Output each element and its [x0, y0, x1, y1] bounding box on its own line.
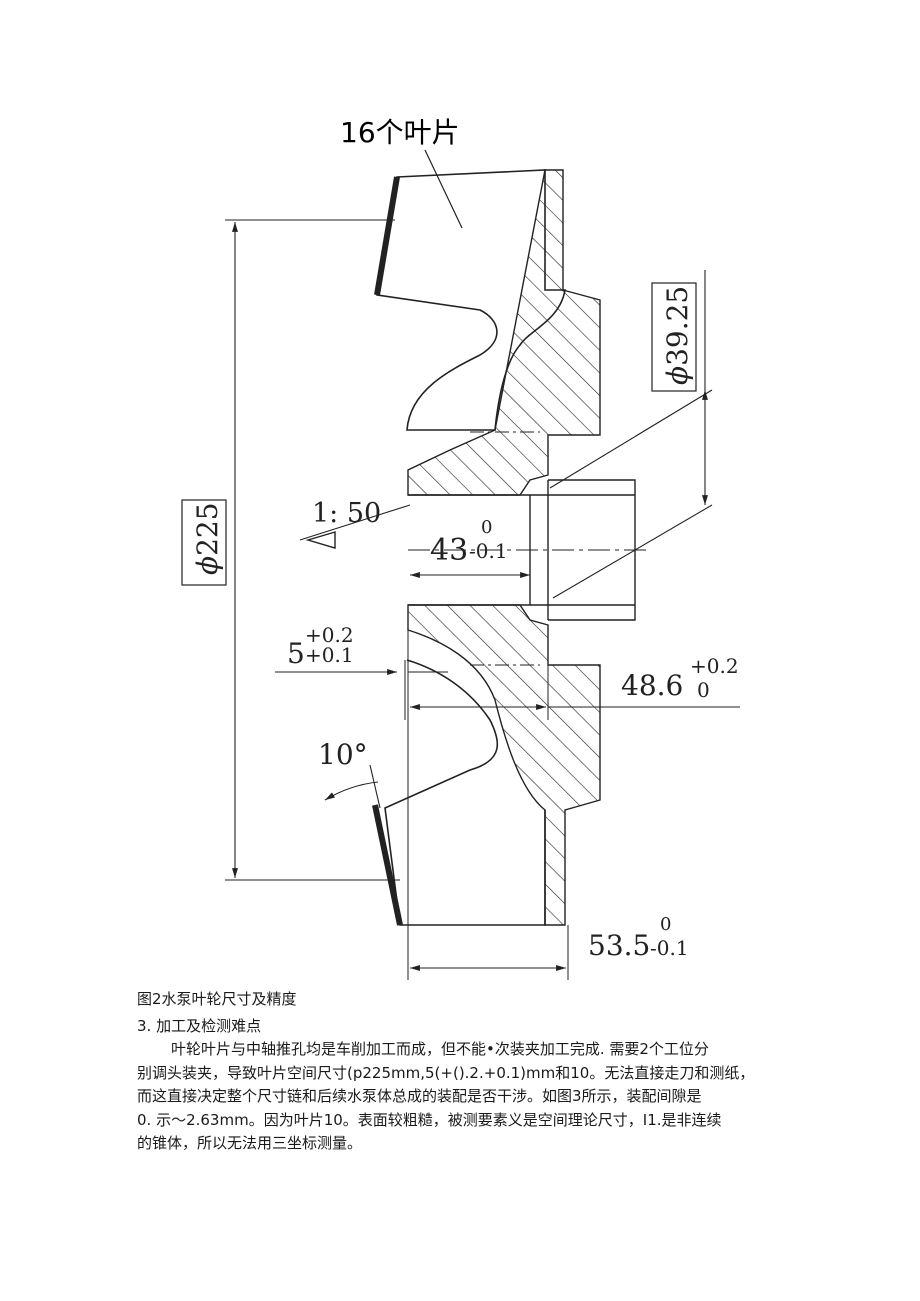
svg-text:0: 0: [697, 678, 710, 702]
svg-text:0: 0: [660, 914, 671, 935]
angle-10: 10°: [318, 738, 368, 771]
lower-blade-edge: [372, 804, 403, 926]
dim-43: 43: [430, 533, 468, 568]
svg-text:-0.1: -0.1: [650, 936, 689, 960]
section-title: 3. 加工及检测难点: [137, 1017, 262, 1035]
hub-section-lower: [407, 604, 601, 926]
blade-count-label: 16个叶片: [340, 116, 460, 149]
svg-text:+0.1: +0.1: [305, 643, 354, 667]
dim-48-6: 48.6: [621, 669, 683, 702]
body-paragraph: 叶轮叶片与中轴推孔均是车削加工而成，但不能•次装夹加工完成. 需要2个工位分 别…: [137, 1038, 783, 1156]
taper-label: 1: 50: [312, 498, 381, 529]
figure-caption: 图2水泵叶轮尺寸及精度: [137, 990, 297, 1008]
dim-53-5: 53.5: [588, 929, 650, 962]
paragraph-line: 别调头装夹，导致叶片空间尺寸(p225mm,5(+().2.+0.1)mm和10…: [137, 1063, 755, 1082]
dim-39-25: ϕ39.25: [661, 286, 694, 385]
impeller-drawing: 16个叶片 ϕ225 ϕ39.25 1: 50 43 0 -0.1 5 +0.2…: [181, 116, 740, 980]
svg-text:-0.1: -0.1: [469, 539, 508, 563]
paragraph-line: 0. 示～2.63mm。因为叶片10。表面较粗糙，被测要素义是空间理论尺寸，I1…: [137, 1110, 722, 1129]
paragraph-line: 的锥体，所以无法用三坐标测量。: [137, 1134, 363, 1152]
hub-section: [407, 169, 601, 496]
dim-225: ϕ225: [191, 502, 224, 575]
svg-text:+0.2: +0.2: [305, 623, 354, 647]
dim-5: 5: [287, 637, 305, 670]
svg-text:+0.2: +0.2: [690, 654, 739, 678]
upper-blade-edge: [374, 176, 400, 296]
svg-text:0: 0: [481, 517, 492, 538]
paragraph-line: 而这直接决定整个尺寸链和后续水泵体总成的装配是否干涉。如图3所示，装配间隙是: [137, 1087, 702, 1105]
paragraph-line: 叶轮叶片与中轴推孔均是车削加工而成，但不能•次装夹加工完成. 需要2个工位分: [171, 1040, 709, 1058]
